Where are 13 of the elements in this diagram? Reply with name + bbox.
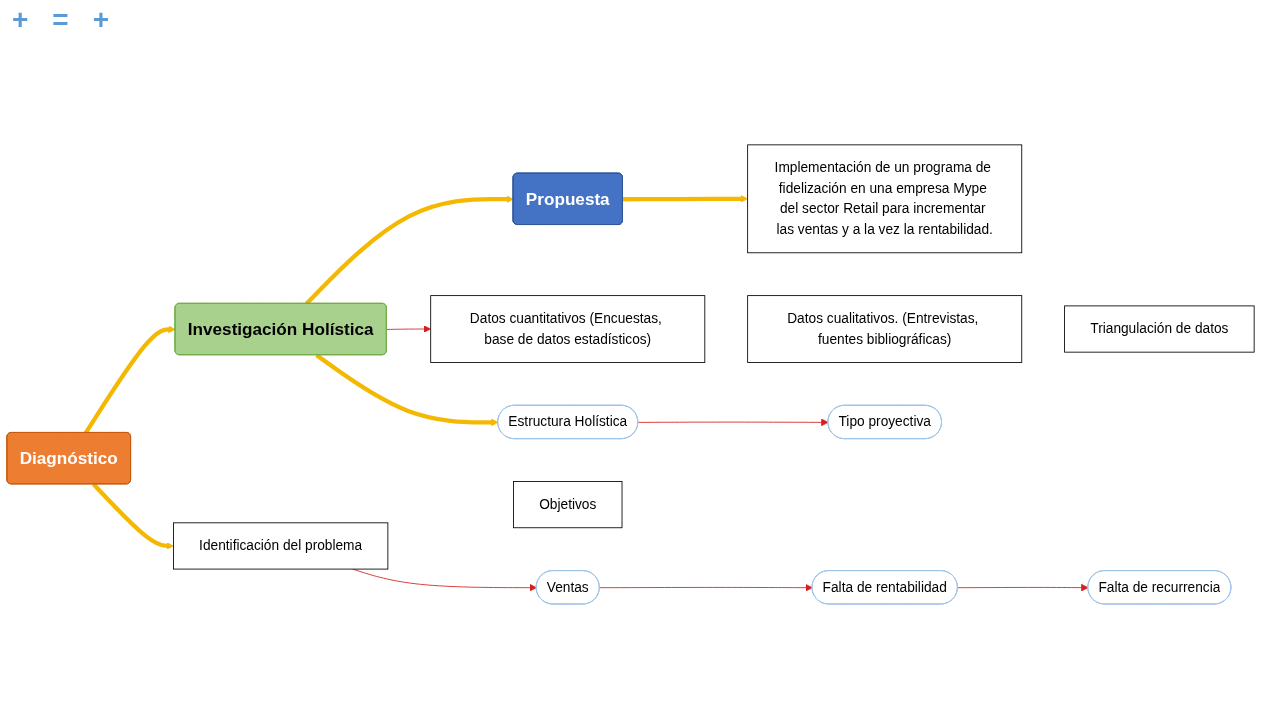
arrow bbox=[83, 325, 176, 434]
node-box: Datos cuantitativos (Encuestas, base de datos estadísticos) bbox=[430, 294, 706, 363]
node-box: Datos cualitativos. (Entrevistas, fuentes bibliográficas) bbox=[747, 294, 1023, 363]
arrow bbox=[91, 482, 174, 550]
arrow bbox=[315, 353, 499, 426]
node-box: Objetivos bbox=[513, 480, 623, 528]
operator-sign: = bbox=[52, 4, 69, 36]
node-box: Implementación de un programa de fidelización en una empresa Mype del sector Retail para incrementar las ventas y a la vez la rentabilidad. bbox=[747, 144, 1023, 253]
node-box: Triangulación de datos bbox=[1064, 305, 1255, 353]
operator-sign: + bbox=[12, 4, 29, 36]
arrow bbox=[622, 194, 748, 203]
operator-sign: + bbox=[92, 4, 110, 36]
node-box: Identificación del problema bbox=[173, 522, 389, 570]
